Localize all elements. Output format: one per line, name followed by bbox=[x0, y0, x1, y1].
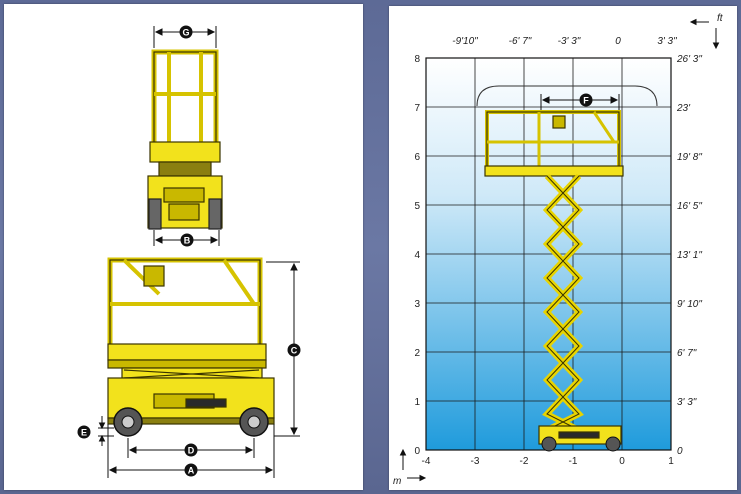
y-tick-ft: 6' 7" bbox=[677, 348, 697, 359]
working-envelope bbox=[476, 85, 658, 107]
marker-a bbox=[184, 463, 198, 477]
machine-views-panel: G B bbox=[4, 4, 363, 490]
x-tick-m: -2 bbox=[520, 456, 529, 467]
marker-f bbox=[579, 93, 593, 107]
y-tick-m: 5 bbox=[414, 201, 420, 212]
rear-wheel-hub bbox=[247, 415, 261, 429]
x-tick-ft: 0 bbox=[615, 36, 621, 47]
y-tick-m: 4 bbox=[414, 250, 420, 261]
marker-b-label: B bbox=[184, 236, 191, 246]
y-tick-ft: 3' 3" bbox=[677, 397, 697, 408]
x-tick-ft: -9'10" bbox=[452, 36, 478, 47]
marker-b bbox=[180, 233, 194, 247]
dimension-b bbox=[153, 230, 220, 246]
marker-c-label: C bbox=[291, 346, 298, 356]
y-tick-m: 6 bbox=[414, 152, 420, 163]
x-tick-ft: -6' 7" bbox=[509, 36, 532, 47]
y-tick-m: 0 bbox=[414, 446, 420, 457]
marker-e-label: E bbox=[81, 428, 87, 438]
machine-views-drawing: G B bbox=[77, 25, 301, 478]
y-axis-m-ticks: 0 1 2 3 4 5 6 7 8 bbox=[414, 54, 420, 457]
y-tick-ft: 0 bbox=[677, 446, 683, 457]
y-tick-ft: 9' 10" bbox=[677, 299, 702, 310]
unit-ft-label: ft bbox=[717, 13, 724, 24]
y-tick-m: 7 bbox=[414, 103, 420, 114]
x-tick-m: -4 bbox=[422, 456, 431, 467]
raised-lift bbox=[484, 110, 624, 445]
front-view bbox=[147, 49, 223, 230]
chart-rear-wheel bbox=[605, 436, 621, 452]
y-tick-m: 3 bbox=[414, 299, 420, 310]
dimension-e bbox=[98, 416, 114, 446]
x-tick-m: -3 bbox=[471, 456, 480, 467]
marker-g-label: G bbox=[182, 28, 189, 38]
y-tick-m: 2 bbox=[414, 348, 420, 359]
unit-m-label: m bbox=[393, 476, 401, 487]
marker-f-label: F bbox=[583, 96, 589, 106]
y-tick-m: 8 bbox=[414, 54, 420, 65]
x-tick-m: -1 bbox=[569, 456, 578, 467]
x-axis-m-ticks: -4 -3 -2 -1 0 1 bbox=[422, 456, 675, 467]
y-tick-ft: 26' 3" bbox=[676, 54, 702, 65]
y-tick-m: 1 bbox=[414, 397, 420, 408]
front-wheel-hub bbox=[121, 415, 135, 429]
m-unit-indicator bbox=[399, 448, 427, 482]
y-tick-ft: 23' bbox=[676, 103, 691, 114]
side-view bbox=[107, 257, 275, 425]
x-tick-ft: -3' 3" bbox=[558, 36, 581, 47]
marker-d-label: D bbox=[188, 446, 195, 456]
marker-d bbox=[184, 443, 198, 457]
ft-unit-indicator bbox=[689, 18, 720, 50]
y-tick-ft: 19' 8" bbox=[677, 152, 702, 163]
x-tick-m: 1 bbox=[668, 456, 674, 467]
chart-front-wheel bbox=[541, 436, 557, 452]
x-tick-ft: 3' 3" bbox=[657, 36, 677, 47]
x-axis-ft-ticks: -9'10" -6' 7" -3' 3" 0 3' 3" bbox=[452, 36, 677, 47]
y-tick-ft: 13' 1" bbox=[677, 250, 702, 261]
y-tick-ft: 16' 5" bbox=[677, 201, 702, 212]
y-axis-ft-ticks: 0 3' 3" 6' 7" 9' 10" 13' 1" 16' 5" 19' 8" 23' 26… bbox=[676, 54, 702, 457]
marker-a-label: A bbox=[188, 466, 195, 476]
x-tick-m: 0 bbox=[619, 456, 625, 467]
marker-e bbox=[77, 425, 91, 439]
marker-c bbox=[287, 343, 301, 357]
marker-g bbox=[179, 25, 193, 39]
